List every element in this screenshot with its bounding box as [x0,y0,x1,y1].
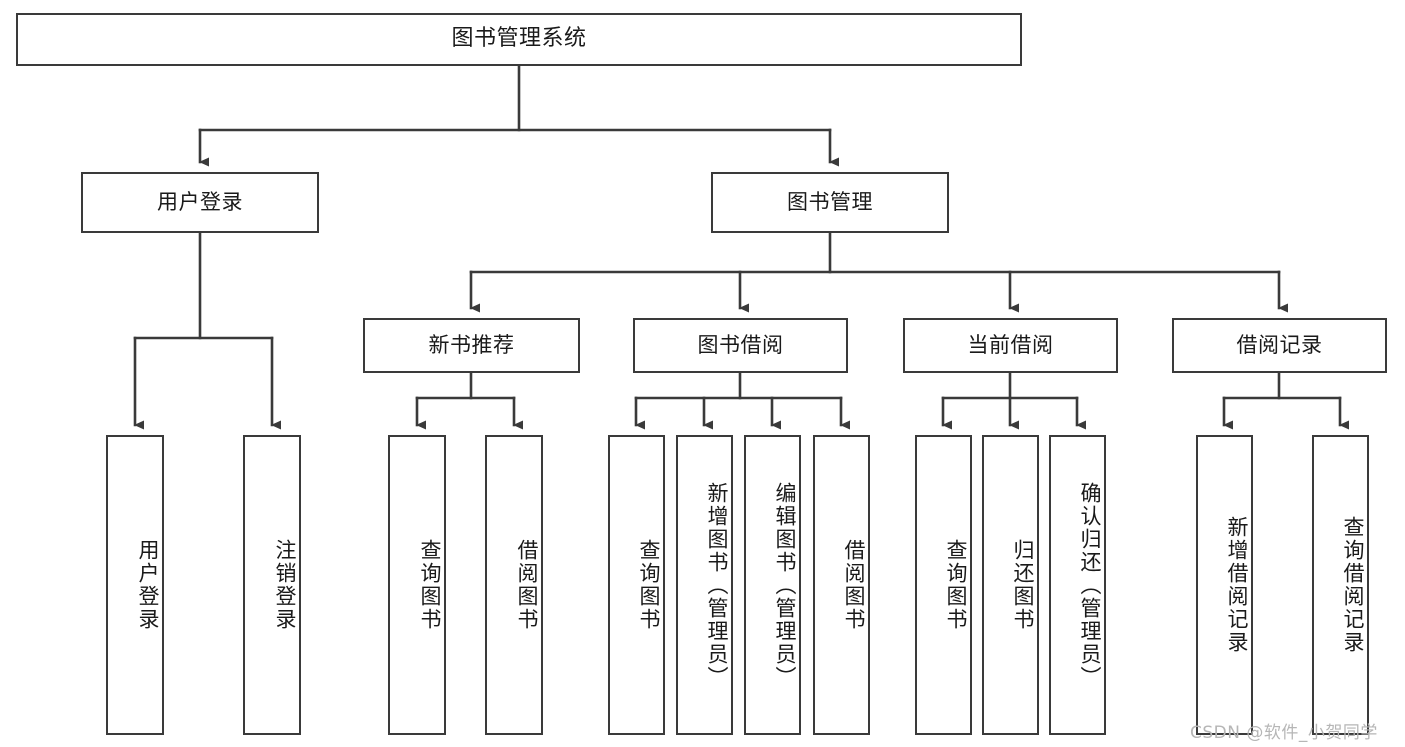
node-label: 借阅记录 [1236,332,1323,357]
leaf-book-borrow-add-admin[interactable]: 新增图书（管理员） [676,435,733,735]
leaf-user-login-login[interactable]: 用户登录 [106,435,164,735]
leaf-book-borrow-borrow[interactable]: 借阅图书 [813,435,870,735]
node-label: 图书管理系统 [451,26,587,52]
node-label: 图书管理 [787,189,873,214]
node-borrow-record[interactable]: 借阅记录 [1172,318,1387,373]
node-label: 当前借阅 [967,332,1054,357]
leaf-label: 新增图书（管理员） [705,481,729,689]
node-root-book-management-system[interactable]: 图书管理系统 [16,13,1022,66]
leaf-user-login-logout[interactable]: 注销登录 [243,435,301,735]
leaf-label: 新增借阅记录 [1225,516,1249,654]
leaf-label: 注销登录 [273,539,297,631]
node-label: 用户登录 [157,189,243,214]
leaf-label: 确认归还（管理员） [1078,481,1102,689]
node-label: 图书借阅 [697,332,784,357]
node-book-borrow[interactable]: 图书借阅 [633,318,848,373]
watermark-text: CSDN @软件_小贺同学 [1190,723,1378,743]
leaf-label: 用户登录 [136,539,160,631]
node-book-management[interactable]: 图书管理 [711,172,949,233]
leaf-label: 查询图书 [637,539,661,631]
leaf-label: 查询图书 [944,539,968,631]
leaf-new-book-query[interactable]: 查询图书 [388,435,446,735]
node-current-borrow[interactable]: 当前借阅 [903,318,1118,373]
leaf-label: 编辑图书（管理员） [773,481,797,689]
node-new-book-recommend[interactable]: 新书推荐 [363,318,580,373]
leaf-book-borrow-edit-admin[interactable]: 编辑图书（管理员） [744,435,801,735]
leaf-borrow-record-add[interactable]: 新增借阅记录 [1196,435,1253,735]
leaf-current-borrow-confirm-admin[interactable]: 确认归还（管理员） [1049,435,1106,735]
leaf-label: 查询借阅记录 [1341,516,1365,654]
leaf-new-book-borrow[interactable]: 借阅图书 [485,435,543,735]
leaf-label: 借阅图书 [515,539,539,631]
leaf-current-borrow-query[interactable]: 查询图书 [915,435,972,735]
leaf-label: 查询图书 [418,539,442,631]
leaf-current-borrow-return[interactable]: 归还图书 [982,435,1039,735]
leaf-label: 借阅图书 [842,539,866,631]
leaf-borrow-record-query[interactable]: 查询借阅记录 [1312,435,1369,735]
leaf-label: 归还图书 [1011,539,1035,631]
leaf-book-borrow-query[interactable]: 查询图书 [608,435,665,735]
node-user-login[interactable]: 用户登录 [81,172,319,233]
node-label: 新书推荐 [428,332,515,357]
